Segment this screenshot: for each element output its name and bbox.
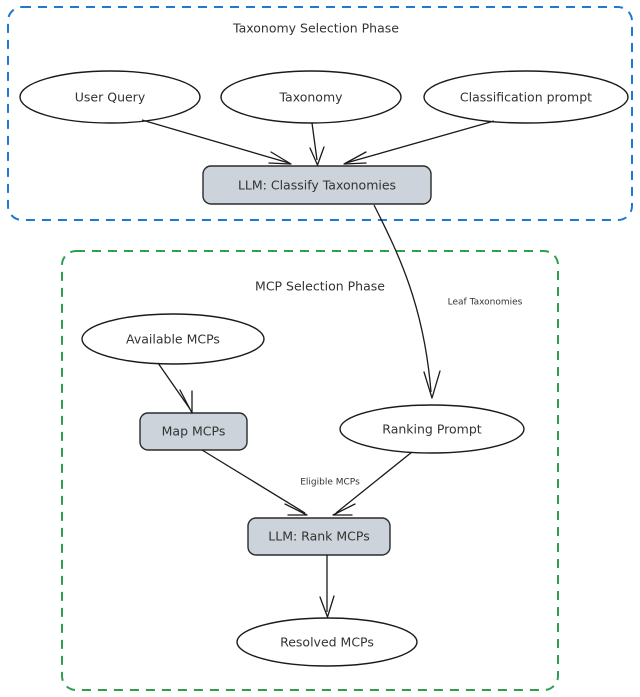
- node-ranking-prompt[interactable]: Ranking Prompt: [339, 404, 525, 454]
- node-map-mcps-shape: [139, 412, 248, 451]
- edge-ranking-prompt-to-llm-rank: [332, 451, 413, 516]
- node-taxonomy[interactable]: Taxonomy: [220, 70, 402, 124]
- node-resolved-mcps-shape: [236, 617, 418, 667]
- edge-label-eligible-mcps: Eligible MCPs: [300, 478, 360, 488]
- node-classification-prompt-shape: [423, 70, 629, 124]
- edge-llm-classify-to-ranking-prompt: Leaf Taxonomies: [373, 204, 523, 399]
- node-llm-classify[interactable]: LLM: Classify Taxonomies: [202, 165, 432, 205]
- node-available-mcps-shape: [81, 313, 265, 365]
- node-llm-classify-label: LLM: Classify Taxonomies: [238, 178, 396, 193]
- edge-taxonomy-to-llm-classify: [309, 122, 325, 166]
- node-llm-classify-shape: [202, 165, 432, 205]
- node-classification-prompt-label: Classification prompt: [460, 90, 592, 105]
- node-available-mcps-label: Available MCPs: [126, 332, 220, 347]
- node-classification-prompt[interactable]: Classification prompt: [423, 70, 629, 124]
- node-resolved-mcps-label: Resolved MCPs: [280, 635, 374, 650]
- node-map-mcps[interactable]: Map MCPs: [139, 412, 248, 451]
- edge-label-leaf-taxonomies: Leaf Taxonomies: [448, 298, 523, 308]
- node-llm-rank[interactable]: LLM: Rank MCPs: [247, 517, 391, 556]
- node-resolved-mcps[interactable]: Resolved MCPs: [236, 617, 418, 667]
- node-taxonomy-shape: [220, 70, 402, 124]
- phase-title-mcp-selection: MCP Selection Phase: [255, 279, 385, 294]
- phase-container-taxonomy-selection: [7, 6, 633, 221]
- node-ranking-prompt-label: Ranking Prompt: [382, 422, 481, 437]
- node-ranking-prompt-shape: [339, 404, 525, 454]
- node-available-mcps[interactable]: Available MCPs: [81, 313, 265, 365]
- node-user-query[interactable]: User Query: [19, 70, 201, 124]
- phase-title-taxonomy-selection: Taxonomy Selection Phase: [232, 21, 399, 36]
- edge-llm-rank-to-resolved-mcps: [319, 555, 335, 618]
- edge-classification-prompt-to-llm-classify: [343, 120, 495, 165]
- node-user-query-shape: [19, 70, 201, 124]
- node-user-query-label: User Query: [75, 90, 146, 105]
- node-llm-rank-shape: [247, 517, 391, 556]
- node-llm-rank-label: LLM: Rank MCPs: [268, 529, 369, 544]
- edge-map-mcps-to-llm-rank: Eligible MCPs: [201, 449, 360, 516]
- phase-container-mcp-selection: [61, 250, 559, 691]
- edge-available-mcps-to-map-mcps: [157, 362, 193, 414]
- node-map-mcps-label: Map MCPs: [162, 424, 226, 439]
- node-taxonomy-label: Taxonomy: [278, 90, 343, 105]
- edge-user-query-to-llm-classify: [141, 119, 292, 165]
